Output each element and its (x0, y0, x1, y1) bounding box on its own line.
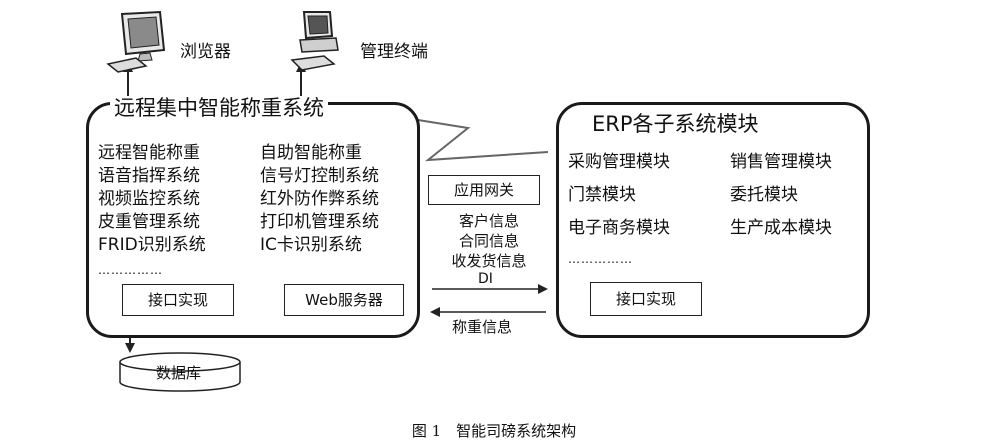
web-server-box: Web服务器 (284, 284, 404, 316)
module-item: IC卡识别系统 (260, 235, 362, 255)
erp-ellipsis: …………… (568, 252, 633, 266)
di-label: DI (478, 271, 493, 287)
module-item: 信号灯控制系统 (260, 166, 379, 186)
web-server-label: Web服务器 (305, 291, 383, 309)
database-cylinder (119, 352, 241, 392)
weighing-system-title: 远程集中智能称重系统 (110, 96, 328, 120)
module-item: FRID识别系统 (98, 235, 206, 255)
right-interface-label: 接口实现 (615, 290, 676, 308)
database-label: 数据库 (156, 364, 202, 382)
left-interface-label: 接口实现 (147, 291, 208, 309)
figure-caption: 图 1 智能司磅系统架构 (411, 422, 577, 440)
module-item: 生产成本模块 (730, 218, 832, 238)
app-gateway-box: 应用网关 (428, 175, 540, 205)
left-interface-box: 接口实现 (122, 284, 234, 316)
weighing-system-ellipsis: …………… (98, 263, 163, 277)
module-item: 打印机管理系统 (260, 212, 379, 232)
erp-system-title: ERP各子系统模块 (588, 112, 763, 136)
erp-col1: 采购管理模块 门禁模块 电子商务模块 (568, 152, 670, 251)
weigh-info-label: 称重信息 (452, 318, 513, 336)
browser-computer-icon (106, 10, 170, 74)
info-item: 客户信息 (458, 212, 519, 230)
terminal-computer-icon (290, 10, 354, 74)
module-item: 委托模块 (730, 185, 798, 205)
module-item: 采购管理模块 (568, 152, 670, 172)
erp-col2: 销售管理模块 委托模块 生产成本模块 (730, 152, 832, 251)
module-item: 销售管理模块 (730, 152, 832, 172)
module-item: 视频监控系统 (98, 189, 200, 209)
weighing-system-col2: 自助智能称重 信号灯控制系统 红外防作弊系统 打印机管理系统 IC卡识别系统 (260, 143, 379, 258)
terminal-label: 管理终端 (360, 42, 428, 62)
module-item: 红外防作弊系统 (260, 189, 379, 209)
lightning-link (417, 119, 549, 162)
weighing-system-col1: 远程智能称重 语音指挥系统 视频监控系统 皮重管理系统 FRID识别系统 (98, 143, 206, 258)
module-item: 语音指挥系统 (98, 166, 200, 186)
module-item: 门禁模块 (568, 185, 636, 205)
browser-label: 浏览器 (180, 42, 231, 62)
info-item: 合同信息 (458, 232, 519, 250)
module-item: 远程智能称重 (98, 143, 200, 163)
info-item: 收发货信息 (451, 252, 527, 270)
right-interface-box: 接口实现 (590, 282, 702, 316)
module-item: 皮重管理系统 (98, 212, 200, 232)
info-list: 客户信息 合同信息 收发货信息 (432, 212, 546, 272)
module-item: 电子商务模块 (568, 218, 670, 238)
module-item: 自助智能称重 (260, 143, 362, 163)
app-gateway-label: 应用网关 (453, 181, 514, 199)
